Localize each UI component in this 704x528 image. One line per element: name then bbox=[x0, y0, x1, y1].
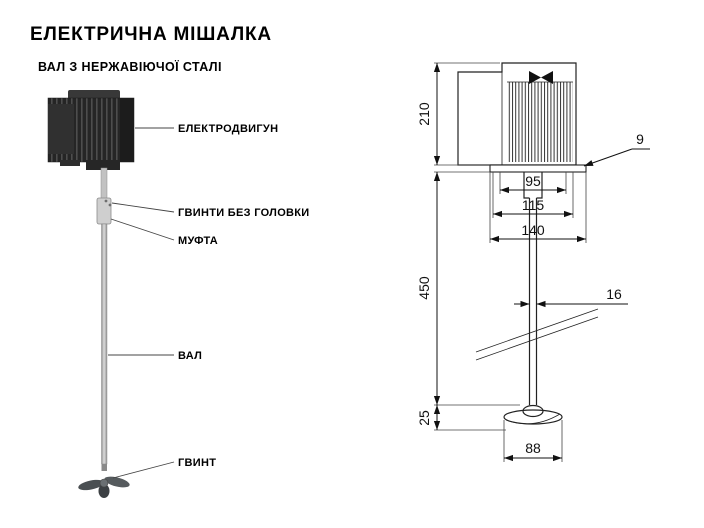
motor-foot bbox=[60, 160, 80, 166]
label-propeller: ГВИНТ bbox=[178, 457, 216, 469]
motor-shade bbox=[120, 98, 134, 162]
dim-text-16: 16 bbox=[606, 286, 622, 302]
callouts: ЕЛЕКТРОДВИГУН ГВИНТИ БЕЗ ГОЛОВКИ МУФТА В… bbox=[108, 123, 310, 479]
label-coupling: МУФТА bbox=[178, 235, 218, 247]
propeller-sweep bbox=[503, 409, 563, 425]
shaft-tip bbox=[101, 464, 107, 471]
label-set-screws: ГВИНТИ БЕЗ ГОЛОВКИ bbox=[178, 207, 310, 219]
coupling bbox=[96, 197, 112, 225]
break-line bbox=[475, 316, 599, 361]
dim-450: 450 bbox=[416, 171, 520, 406]
dim-9: 9 bbox=[583, 131, 650, 167]
dim-25: 25 bbox=[416, 405, 506, 431]
set-screw-dot bbox=[108, 203, 112, 207]
page-subtitle: ВАЛ З НЕРЖАВІЮЧОЇ СТАЛІ bbox=[38, 59, 222, 74]
propeller-hub bbox=[99, 478, 109, 488]
dim-95: 95 bbox=[499, 172, 567, 194]
brand-propeller-icon bbox=[529, 71, 553, 84]
leader-propeller bbox=[112, 461, 175, 479]
propeller-blade-edge bbox=[505, 413, 561, 425]
photo-illustration bbox=[47, 90, 135, 498]
motor-shaft-stub bbox=[100, 167, 108, 201]
dim-text-210: 210 bbox=[416, 102, 432, 126]
dim-140: 140 bbox=[489, 172, 587, 243]
dim-text-450: 450 bbox=[416, 276, 432, 300]
dim-88: 88 bbox=[503, 420, 563, 462]
dim-text-9: 9 bbox=[636, 131, 644, 147]
dim-text-115: 115 bbox=[522, 197, 545, 213]
label-shaft: ВАЛ bbox=[178, 350, 202, 362]
shaft-hub bbox=[523, 172, 543, 199]
shaft bbox=[101, 223, 108, 465]
propeller-hub-drawing bbox=[522, 404, 544, 418]
break-line bbox=[475, 308, 599, 353]
dim-115: 115 bbox=[492, 172, 574, 218]
cooling-fins bbox=[507, 82, 573, 162]
propeller-photo bbox=[78, 476, 130, 498]
dim-210: 210 bbox=[416, 62, 500, 166]
motor-mount bbox=[86, 160, 120, 170]
flange-plate bbox=[489, 164, 587, 173]
propeller-blade bbox=[104, 476, 130, 488]
propeller-blade bbox=[98, 484, 110, 498]
label-motor: ЕЛЕКТРОДВИГУН bbox=[178, 123, 278, 135]
page-title: ЕЛЕКТРИЧНА МІШАЛКА bbox=[30, 24, 272, 45]
dim-text-25: 25 bbox=[416, 410, 432, 426]
leader-coupling bbox=[110, 218, 175, 241]
technical-drawing: 210 9 95 115 140 bbox=[416, 62, 650, 462]
dim-text-140: 140 bbox=[521, 222, 545, 238]
leader-set-screws bbox=[111, 202, 175, 213]
set-screw-dot bbox=[104, 199, 108, 203]
dim-text-95: 95 bbox=[525, 173, 541, 189]
propeller-drawing bbox=[503, 404, 563, 425]
dim-text-88: 88 bbox=[525, 440, 541, 456]
dim-16: 16 bbox=[514, 286, 628, 308]
motor-terminal-box bbox=[48, 104, 74, 154]
propeller-blade bbox=[78, 479, 104, 491]
